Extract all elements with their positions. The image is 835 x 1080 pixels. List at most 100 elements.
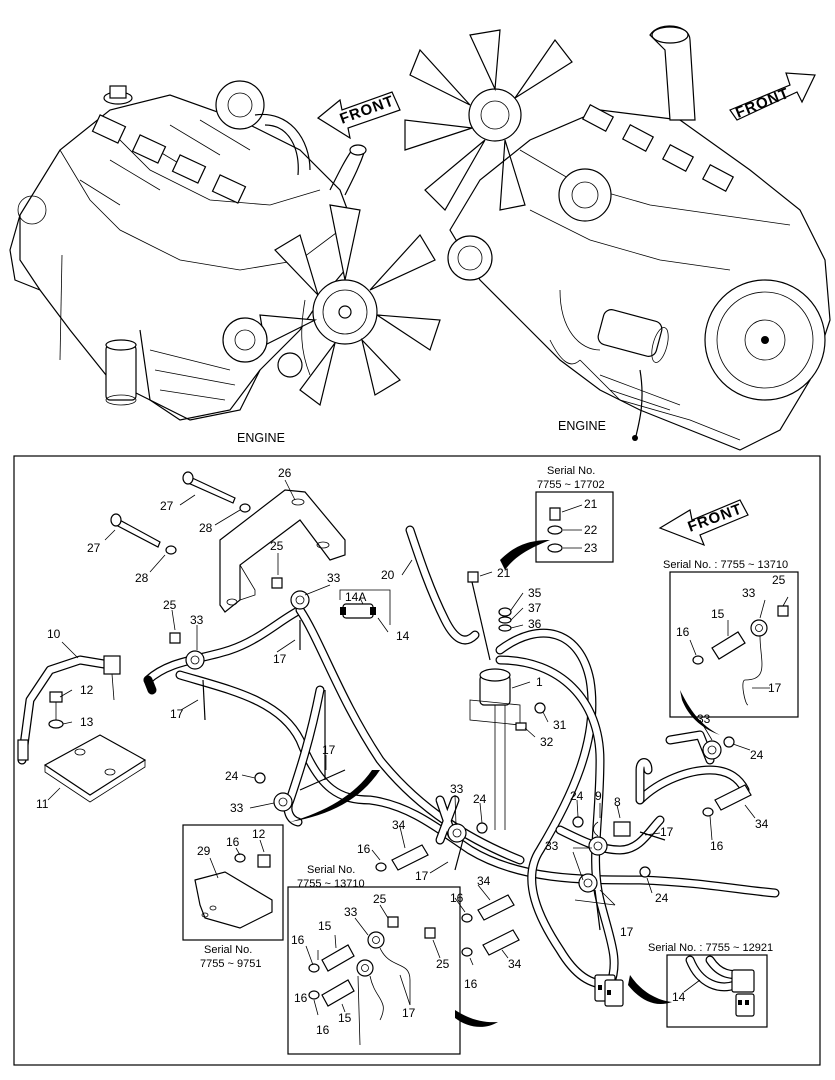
serial-middle-range: 7755 ~ 13710 [297, 878, 365, 890]
label-inset-mid-25-b: 25 [436, 957, 450, 971]
engine-label-left: ENGINE [237, 431, 285, 445]
label-inset-mid-33: 33 [344, 905, 358, 919]
label-9: 9 [595, 789, 602, 803]
label-inset-right-16: 16 [676, 625, 690, 639]
label-17-f: 17 [660, 825, 674, 839]
label-inset-left-12: 12 [252, 827, 266, 841]
front-arrow-top-left: FRONT [316, 91, 401, 140]
front-label-top-right: FRONT [733, 85, 792, 122]
label-13: 13 [80, 715, 94, 729]
plate-11 [43, 734, 147, 803]
cable-ties-17 [202, 620, 666, 931]
washer-28-b [165, 545, 177, 555]
label-21: 21 [497, 566, 511, 580]
label-31: 31 [553, 718, 567, 732]
inset-washer-22 [547, 525, 563, 535]
label-14a: 14A [345, 590, 366, 604]
inset-serial-right-box [669, 571, 799, 718]
label-28-b: 28 [135, 571, 149, 585]
label-1: 1 [536, 675, 543, 689]
label-33-e: 33 [545, 839, 559, 853]
inset-top-leaders [561, 504, 583, 549]
label-inset-mid-16-b: 16 [294, 991, 308, 1005]
serial-middle-title: Serial No. [307, 864, 355, 876]
label-inset-left-16: 16 [226, 835, 240, 849]
label-10: 10 [47, 627, 61, 641]
serial-bottom-right-text: Serial No. : 7755 ~ 12921 [648, 942, 773, 954]
label-24-e: 24 [750, 748, 764, 762]
washer-36 [498, 624, 512, 632]
label-24-a: 24 [225, 769, 239, 783]
bolt-27-b [110, 513, 161, 548]
serial-left-range: 7755 ~ 9751 [200, 958, 261, 970]
label-36: 36 [528, 617, 542, 631]
nut-31 [534, 702, 546, 714]
label-inset-br-14: 14 [672, 990, 686, 1004]
leader-lines [47, 479, 756, 966]
inset-bottom-right-parts [683, 955, 755, 1017]
washer-37 [498, 616, 512, 624]
front-arrow-detail: FRONT [658, 499, 749, 547]
label-24-d: 24 [655, 891, 669, 905]
label-17-c: 17 [322, 743, 336, 757]
label-17-e: 17 [620, 925, 634, 939]
label-27-a: 27 [160, 499, 174, 513]
washer-13 [48, 719, 64, 729]
label-inset-mid-16-c: 16 [316, 1023, 330, 1037]
inset-right-parts [689, 596, 789, 706]
label-inset-22: 22 [584, 523, 598, 537]
inset-washer-23 [547, 543, 563, 553]
bolt-25-b [271, 577, 283, 589]
bolt-32 [515, 722, 527, 731]
front-arrow-top-right: FRONT [729, 72, 816, 122]
washer-28-a [239, 503, 251, 513]
serial-top-range: 7755 ~ 17702 [537, 479, 605, 491]
bolt-12-tube [49, 691, 63, 720]
label-14: 14 [396, 629, 410, 643]
label-37: 37 [528, 601, 542, 615]
harness-connectors-bottom [594, 974, 624, 1007]
label-inset-mid-15-a: 15 [318, 919, 332, 933]
washer-35 [498, 607, 512, 617]
front-label-top-left: FRONT [338, 92, 397, 127]
label-16-d: 16 [710, 839, 724, 853]
bolt-25-a [169, 632, 181, 644]
label-inset-mid-15-b: 15 [338, 1011, 352, 1025]
label-33-b: 33 [190, 613, 204, 627]
serial-right-text: Serial No. : 7755 ~ 13710 [663, 559, 788, 571]
label-17-b: 17 [170, 707, 184, 721]
label-17-d: 17 [415, 869, 429, 883]
engine-left-illustration [9, 80, 441, 421]
spacers-34 [391, 784, 752, 956]
label-33-a: 33 [327, 571, 341, 585]
label-34-a: 34 [392, 818, 406, 832]
rod-21 [471, 581, 491, 661]
label-inset-right-33: 33 [742, 586, 756, 600]
label-34-d: 34 [755, 817, 769, 831]
nuts-24 [254, 736, 735, 878]
serial-top-title: Serial No. [547, 465, 595, 477]
label-25-b: 25 [163, 598, 177, 612]
front-label-detail: FRONT [686, 500, 745, 535]
bracket-26 [219, 489, 346, 613]
inset-serial-top-box [535, 491, 614, 563]
label-33-f: 33 [697, 712, 711, 726]
bracket-14 [339, 589, 391, 625]
label-inset-mid-17: 17 [402, 1006, 416, 1020]
label-16-a: 16 [357, 842, 371, 856]
label-24-c: 24 [570, 789, 584, 803]
tube-10 [17, 655, 121, 765]
nut-21 [467, 571, 479, 583]
label-34-b: 34 [477, 874, 491, 888]
label-16-b: 16 [450, 891, 464, 905]
label-24-b: 24 [473, 792, 487, 806]
washers-16 [375, 807, 714, 957]
inset-serial-bottom-right-box [666, 954, 768, 1028]
label-inset-right-15: 15 [711, 607, 725, 621]
cable-20 [405, 525, 480, 645]
bolt-27-a [182, 471, 236, 504]
label-20: 20 [381, 568, 395, 582]
label-12: 12 [80, 683, 94, 697]
relay-1 [469, 668, 521, 830]
